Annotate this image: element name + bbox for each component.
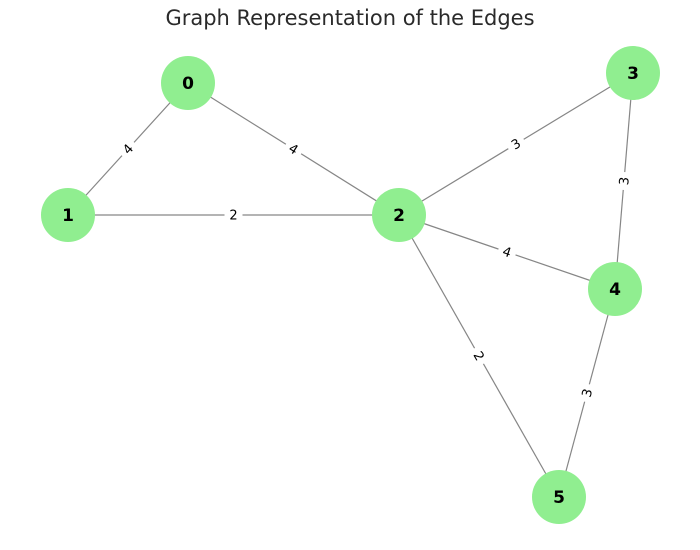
edge-label-group-2-5: 2 [467, 343, 491, 369]
edge-label-bg [614, 171, 634, 191]
node-group-3: 3 [606, 46, 660, 100]
edge-label-bg [281, 137, 306, 161]
node-label-4: 4 [609, 280, 621, 300]
node-group-4: 4 [588, 262, 642, 316]
edge-label-group-1-2: 2 [224, 206, 243, 224]
edge-label-group-3-4: 3 [614, 171, 634, 191]
edge-label-bg [115, 136, 141, 162]
edge-label-group-0-1: 4 [115, 136, 141, 162]
edge-label-bg [503, 132, 529, 156]
edge-label-bg [467, 343, 491, 369]
node-label-0: 0 [182, 74, 194, 94]
node-group-1: 1 [41, 188, 95, 242]
edge-label-bg [576, 382, 598, 404]
node-label-5: 5 [553, 488, 565, 508]
node-circle-3 [606, 46, 660, 100]
edge-weight-label: 3 [617, 176, 633, 186]
edge-label-group-2-4: 4 [495, 241, 519, 263]
node-circle-1 [41, 188, 95, 242]
node-group-0: 0 [161, 56, 215, 110]
edge-weight-label: 3 [580, 387, 597, 399]
node-circle-4 [588, 262, 642, 316]
edge-label-group-0-2: 4 [281, 137, 306, 161]
node-circle-0 [161, 56, 215, 110]
chart-title: Graph Representation of the Edges [165, 6, 535, 30]
node-circle-2 [372, 188, 426, 242]
node-group-2: 2 [372, 188, 426, 242]
node-circle-5 [532, 470, 586, 524]
edge-label-bg [224, 206, 243, 224]
node-label-3: 3 [627, 64, 639, 84]
node-label-2: 2 [393, 206, 405, 226]
edge-weight-label: 2 [229, 209, 237, 224]
edge-label-group-2-3: 3 [503, 132, 529, 156]
node-label-1: 1 [62, 206, 74, 226]
node-group-5: 5 [532, 470, 586, 524]
edge-label-bg [495, 241, 519, 263]
edge-label-group-4-5: 3 [576, 382, 598, 404]
